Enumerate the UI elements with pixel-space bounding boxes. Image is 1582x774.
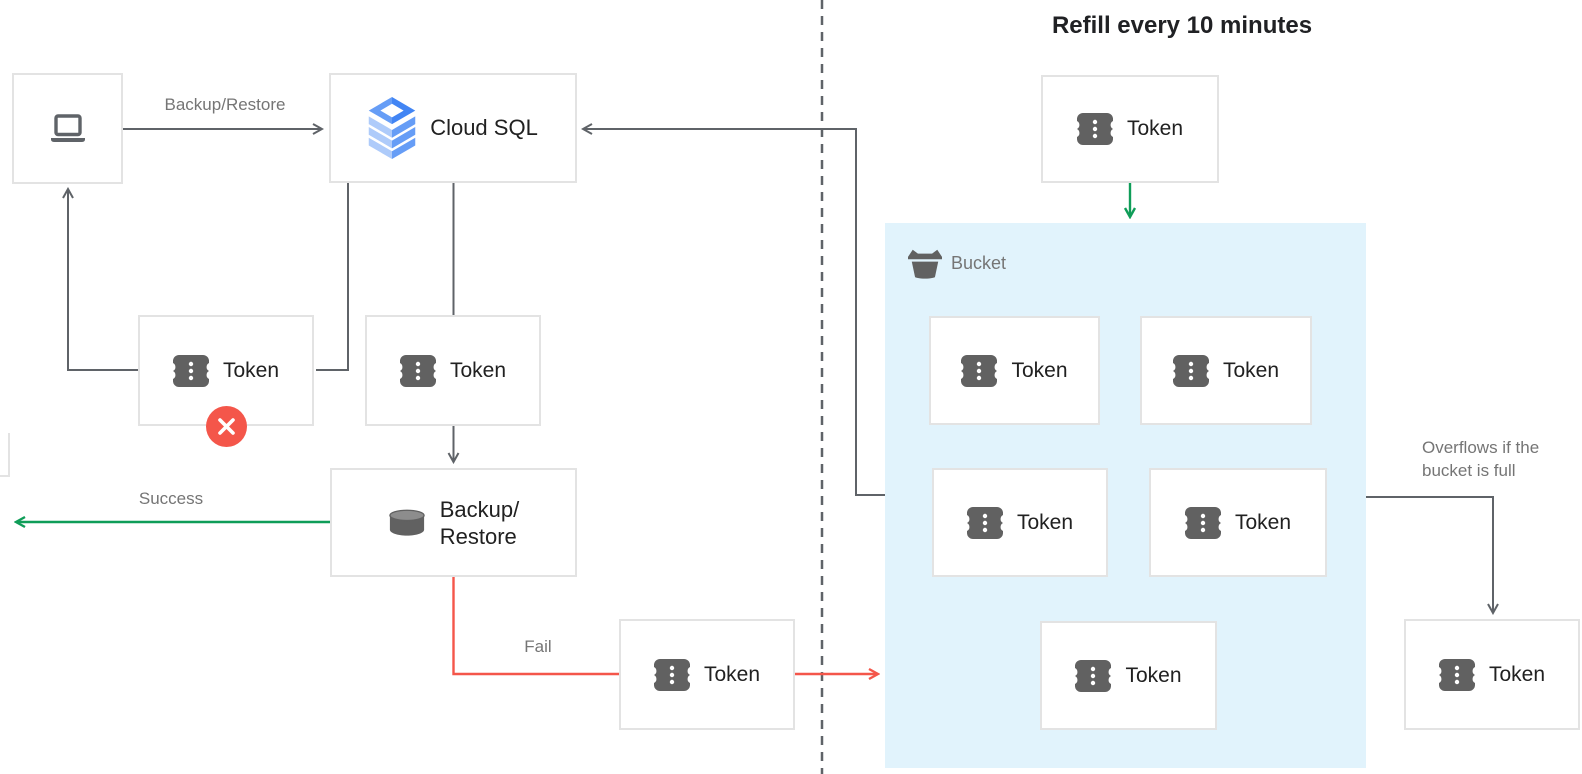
token-label: Token xyxy=(1488,662,1546,686)
refill-title: Refill every 10 minutes xyxy=(1051,12,1313,39)
token-icon-svg xyxy=(1172,354,1209,387)
token-box-bucket-1: Token xyxy=(929,316,1100,425)
token-icon-svg xyxy=(1076,113,1113,145)
success-edge-label: Success xyxy=(138,489,204,508)
token-icon-svg xyxy=(961,354,998,387)
token-label: Token xyxy=(1011,358,1068,382)
token-label: Token xyxy=(1016,510,1074,534)
token-icon-svg xyxy=(1075,659,1112,692)
bucket-label: Bucket xyxy=(908,248,1006,279)
token-label: Token xyxy=(1126,117,1184,140)
token-icon-svg xyxy=(399,354,436,387)
token-box-bucket-4: Token xyxy=(1149,468,1327,577)
edge-token-return-to-client xyxy=(68,189,138,371)
bucket-icon xyxy=(908,248,942,279)
database-icon xyxy=(388,509,426,537)
edge-fail-path xyxy=(452,577,619,676)
error-badge xyxy=(206,406,247,447)
token-label: Token xyxy=(1222,358,1280,382)
token-icon-svg xyxy=(172,354,209,387)
cloud-sql-icon xyxy=(368,97,416,159)
token-box-bucket-3: Token xyxy=(932,468,1108,577)
bucket-icon-svg xyxy=(908,249,942,279)
cropped-box-corner xyxy=(0,433,10,477)
token-icon-svg xyxy=(653,658,690,691)
overflow-label-line1: Overflows if the xyxy=(1422,438,1540,457)
backup-restore-label-line1: Backup/ xyxy=(439,496,520,522)
token-icon xyxy=(1075,659,1112,692)
token-icon xyxy=(1184,506,1221,539)
token-box-bucket-5: Token xyxy=(1040,621,1217,730)
x-icon xyxy=(218,418,235,435)
backup-restore-box: Backup/ Restore xyxy=(330,468,577,577)
token-icon-svg xyxy=(1184,506,1221,539)
backup-restore-label-line2: Restore xyxy=(439,523,517,549)
fail-edge-label: Fail xyxy=(524,637,552,656)
edge-cloudsql-token-return xyxy=(316,183,349,371)
token-icon xyxy=(1076,113,1113,145)
token-label: Token xyxy=(449,358,507,382)
token-icon-svg xyxy=(1438,658,1475,691)
token-icon xyxy=(172,354,209,387)
database-icon-svg xyxy=(388,509,425,536)
client-box xyxy=(12,73,123,184)
token-icon xyxy=(966,506,1003,539)
token-icon xyxy=(399,354,436,387)
token-box-consumed: Token xyxy=(365,315,541,426)
token-icon xyxy=(1172,354,1209,387)
token-icon-svg xyxy=(966,506,1003,539)
token-label: Token xyxy=(222,358,280,382)
cloud-sql-icon-svg xyxy=(368,97,416,159)
token-label: Token xyxy=(1125,663,1182,687)
token-icon xyxy=(653,658,690,691)
token-box-overflow: Token xyxy=(1404,619,1580,730)
cloud-sql-box: Cloud SQL xyxy=(329,73,577,183)
backup-restore-label: Backup/ Restore xyxy=(440,496,520,550)
token-box-failed: Token xyxy=(619,619,795,730)
edge-overflow xyxy=(1366,496,1493,613)
bucket-label-text: Bucket xyxy=(951,253,1007,273)
overflow-label-line2: bucket is full xyxy=(1422,461,1516,480)
cloud-sql-label: Cloud SQL xyxy=(430,115,538,140)
token-label: Token xyxy=(703,662,761,686)
token-label: Token xyxy=(1234,510,1292,534)
token-icon xyxy=(961,354,998,387)
overflow-edge-label: Overflows if the bucket is full xyxy=(1422,436,1539,482)
token-box-refill: Token xyxy=(1041,75,1219,183)
laptop-icon xyxy=(49,113,87,144)
request-edge-label: Backup/Restore xyxy=(164,95,286,114)
laptop-icon-svg xyxy=(50,113,85,142)
token-icon xyxy=(1438,658,1475,691)
token-box-bucket-2: Token xyxy=(1140,316,1312,425)
edge-bucket-to-cloudsql xyxy=(583,129,885,496)
